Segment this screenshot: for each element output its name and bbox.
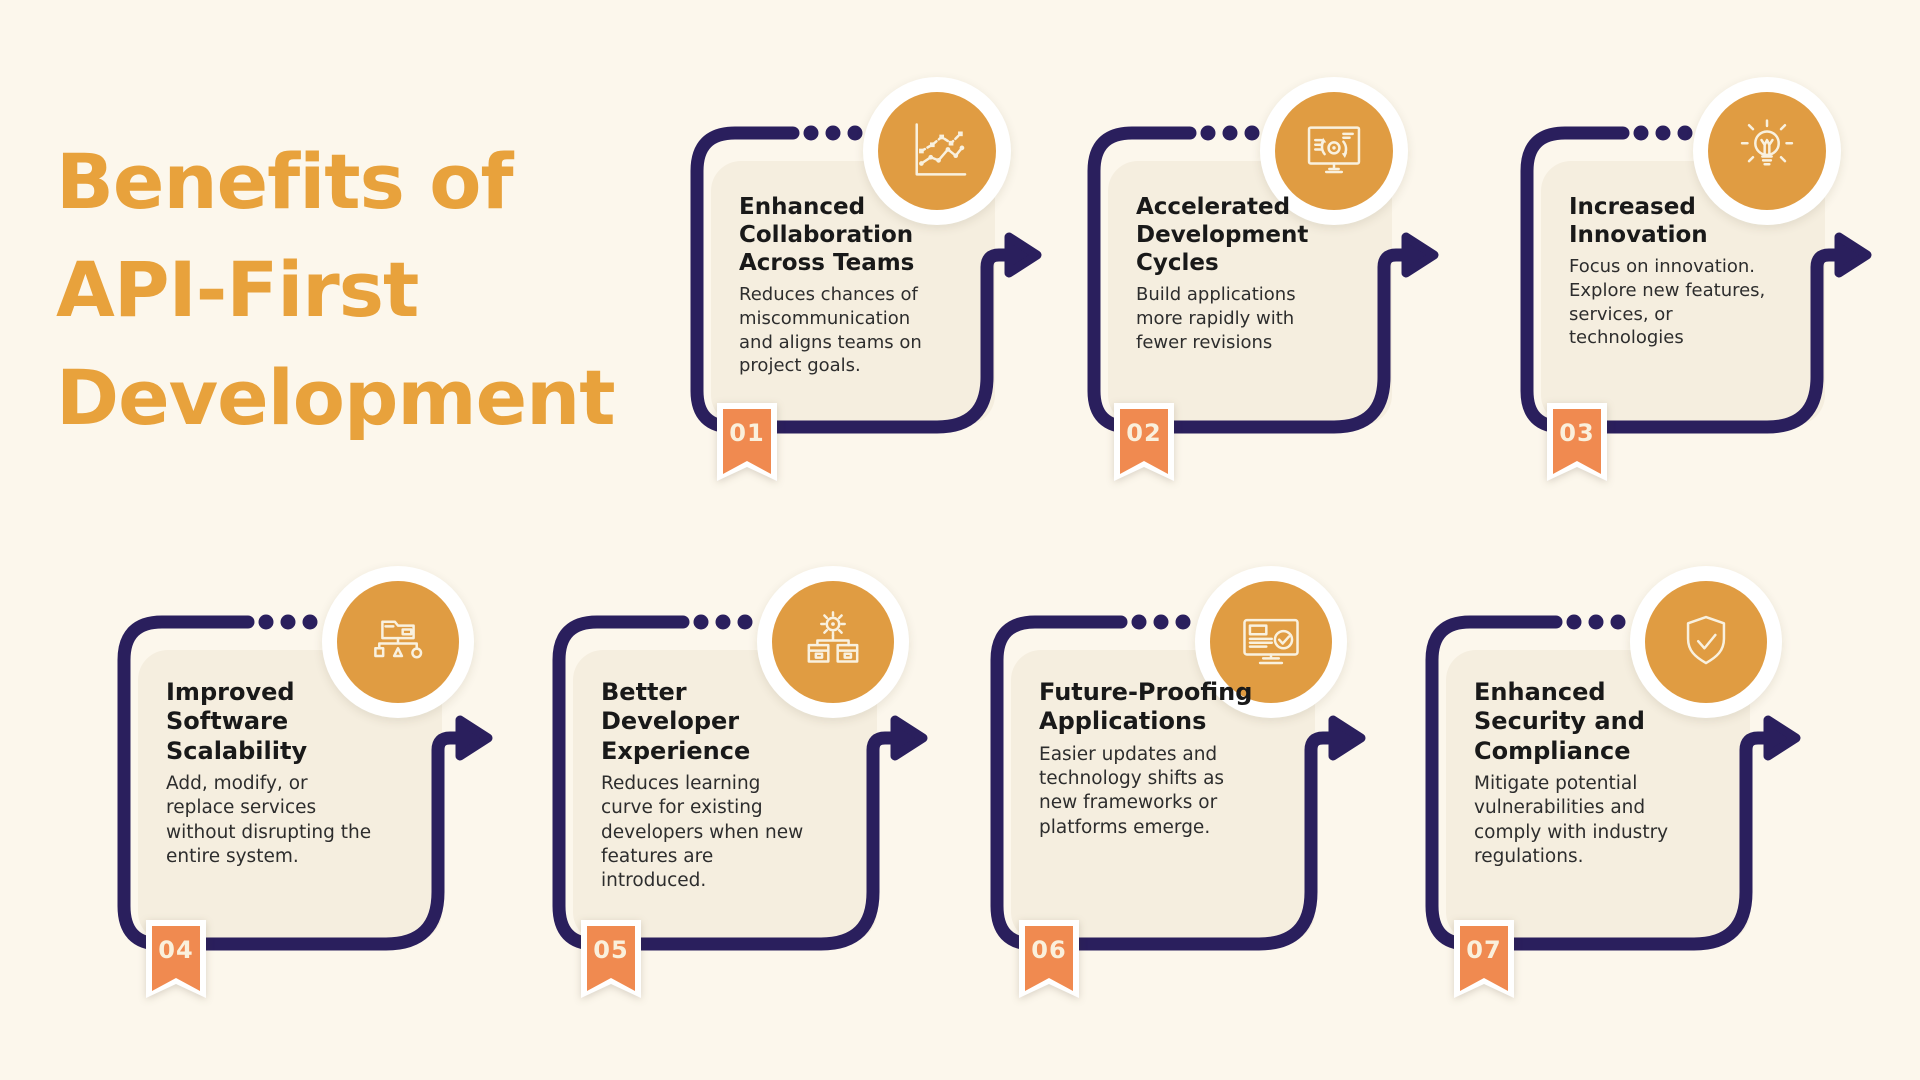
benefit-card-06: Future-Proofing Applications Easier upda…	[981, 566, 1411, 1040]
number-badge: 01	[717, 403, 777, 481]
page-title: Benefits of API-First Development	[56, 128, 616, 452]
card-title: Improved Software Scalability	[166, 678, 308, 765]
line-chart-icon	[863, 77, 1011, 225]
benefit-card-01: Enhanced Collaboration Across Teams Redu…	[681, 77, 1081, 551]
number-badge: 05	[581, 920, 641, 998]
benefit-card-02: Accelerated Development Cycles Build app…	[1078, 77, 1478, 551]
card-description: Build applications more rapidly with few…	[1136, 284, 1296, 353]
number-badge: 02	[1114, 403, 1174, 481]
badge-number: 02	[1126, 419, 1162, 447]
page-title-line: Development	[56, 352, 616, 442]
benefit-card-07: Enhanced Security and Compliance Mitigat…	[1416, 566, 1846, 1040]
monitor-check-icon	[1195, 566, 1347, 718]
card-title: Future-Proofing Applications	[1039, 678, 1253, 736]
badge-number: 03	[1559, 419, 1595, 447]
card-title: Enhanced Collaboration Across Teams	[739, 194, 915, 277]
shield-check-icon	[1630, 566, 1782, 718]
card-description: Mitigate potential vulnerabilities and c…	[1474, 772, 1669, 868]
page-title-line: Benefits of	[56, 137, 514, 226]
number-badge: 07	[1454, 920, 1514, 998]
card-title: Increased Innovation	[1569, 194, 1708, 249]
benefit-card-05: Better Developer Experience Reduces lear…	[543, 566, 973, 1040]
card-description: Easier updates and technology shifts as …	[1039, 743, 1225, 838]
light-bulb-icon	[1693, 77, 1841, 225]
folder-hierarchy-icon	[322, 566, 474, 718]
badge-number: 01	[729, 419, 765, 447]
number-badge: 06	[1019, 920, 1079, 998]
badge-number: 04	[158, 936, 194, 964]
card-description: Reduces chances of miscommunication and …	[739, 284, 922, 377]
benefit-card-04: Improved Software Scalability Add, modif…	[108, 566, 538, 1040]
card-title: Better Developer Experience	[601, 678, 751, 765]
card-title: Accelerated Development Cycles	[1136, 194, 1309, 277]
badge-number: 05	[593, 936, 629, 964]
number-badge: 04	[146, 920, 206, 998]
presentation-gear-icon	[1260, 77, 1408, 225]
benefit-card-03: Increased Innovation Focus on innovation…	[1511, 77, 1911, 551]
page-title-line: API-First	[56, 244, 419, 334]
badge-number: 06	[1031, 936, 1067, 964]
card-description: Reduces learning curve for existing deve…	[601, 772, 804, 892]
number-badge: 03	[1547, 403, 1607, 481]
card-title: Enhanced Security and Compliance	[1474, 678, 1645, 765]
card-description: Add, modify, or replace services without…	[166, 772, 372, 868]
gear-modules-icon	[757, 566, 909, 718]
card-description: Focus on innovation. Explore new feature…	[1569, 256, 1766, 349]
badge-number: 07	[1466, 936, 1502, 964]
